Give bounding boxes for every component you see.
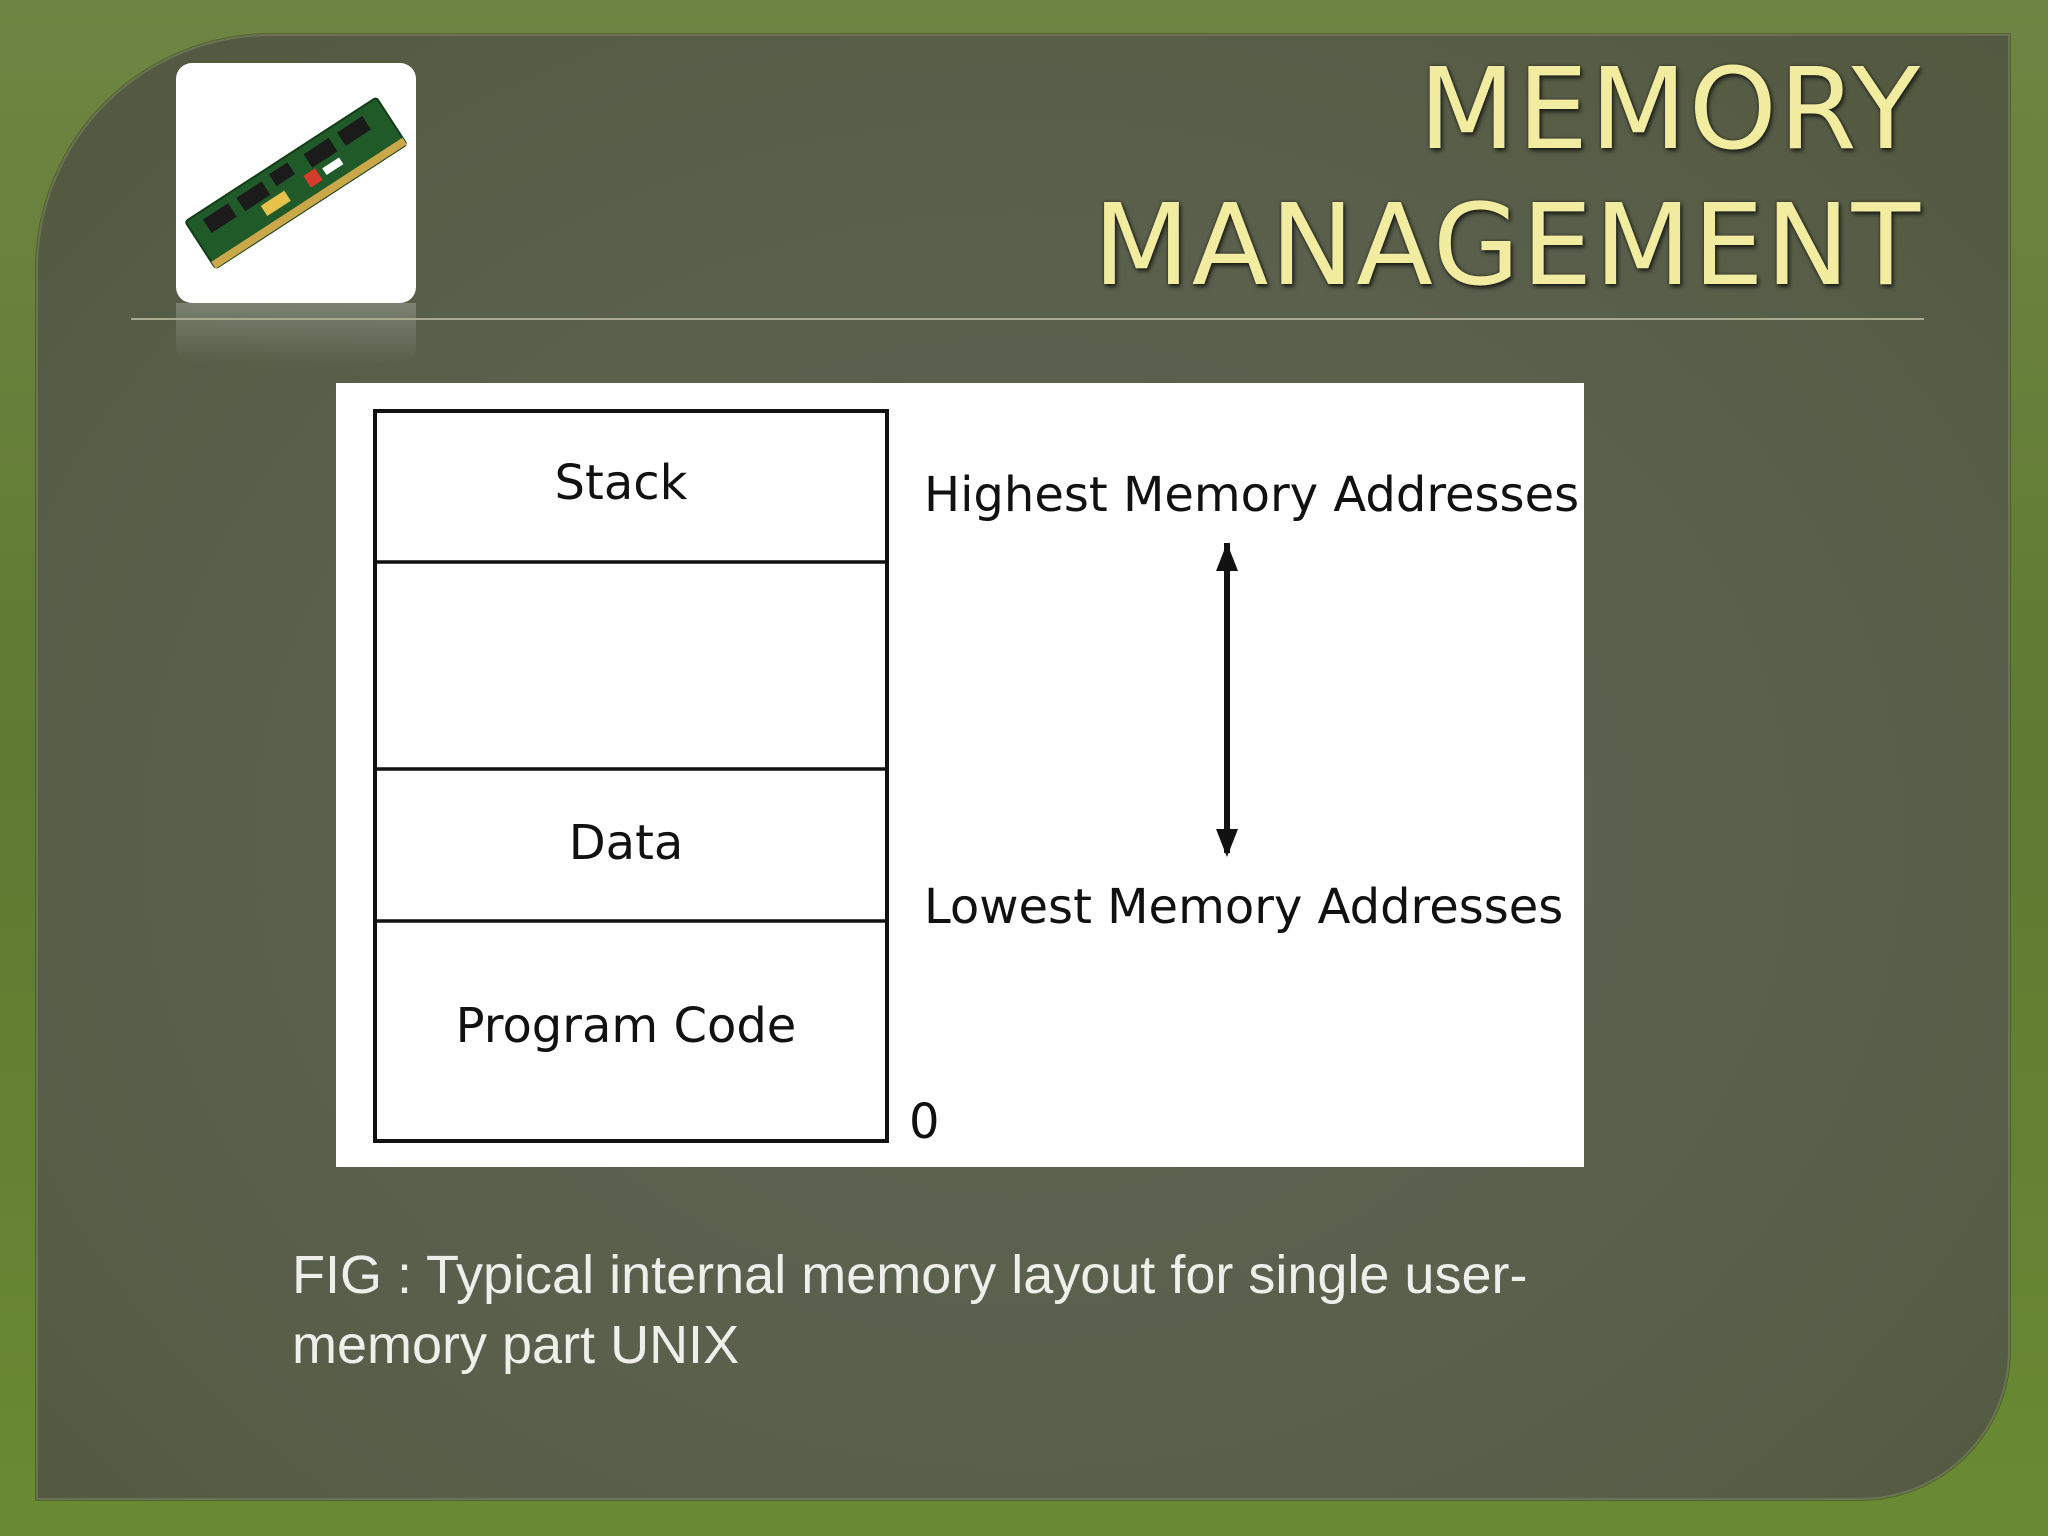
page-title: MEMORY MANAGEMENT [1093, 42, 1922, 314]
memory-block [373, 409, 889, 1143]
memory-layout-diagram: Stack Data Program Code Highest Memory A… [336, 383, 1584, 1167]
ram-module-icon [176, 63, 416, 303]
zero-address-label: 0 [909, 1094, 940, 1150]
lowest-address-label: Lowest Memory Addresses [924, 879, 1563, 935]
caption-line-1: FIG : Typical internal memory layout for… [292, 1245, 1528, 1305]
title-line-2: MANAGEMENT [1093, 181, 1922, 311]
caption-line-2: memory part UNIX [292, 1315, 740, 1375]
figure-caption: FIG : Typical internal memory layout for… [292, 1240, 1692, 1380]
highest-address-label: Highest Memory Addresses [924, 467, 1579, 523]
segment-label-data: Data [569, 815, 684, 871]
title-line-1: MEMORY [1418, 45, 1922, 175]
title-divider [131, 318, 1924, 320]
segment-label-stack: Stack [555, 455, 688, 511]
ram-reflection [176, 303, 416, 363]
segment-label-program-code: Program Code [456, 998, 797, 1054]
double-headed-arrow-icon [1216, 543, 1238, 857]
